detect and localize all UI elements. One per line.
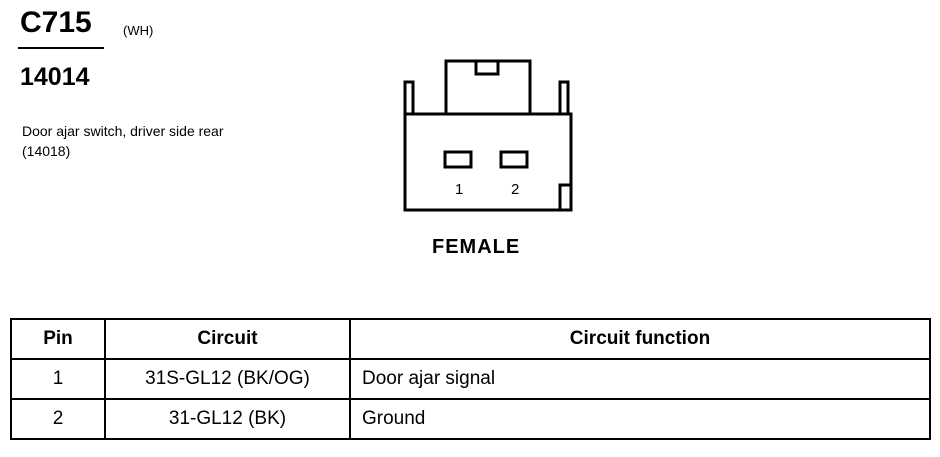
pin-2-cavity [499, 150, 529, 169]
table-row: 2 31-GL12 (BK) Ground [10, 398, 931, 440]
circuit-cell: 31S-GL12 (BK/OG) [104, 358, 351, 400]
connector-body [403, 112, 573, 212]
function-cell: Ground [349, 398, 931, 440]
connector-id: C715 [20, 6, 92, 39]
right-latch-post [558, 80, 570, 116]
header-circuit: Circuit [104, 318, 351, 360]
title-underline [18, 47, 104, 49]
table-header-row: Pin Circuit Circuit function [10, 318, 931, 360]
pin-2-label: 2 [511, 181, 519, 198]
function-cell: Door ajar signal [349, 358, 931, 400]
pin-cell: 1 [10, 358, 106, 400]
connector-description: Door ajar switch, driver side rear (1401… [22, 123, 224, 159]
pin-1-cavity [443, 150, 473, 169]
locking-tab-notch [474, 59, 500, 76]
connector-face-diagram: 1 2 [403, 59, 573, 212]
locking-tab [444, 59, 532, 116]
header-pin: Pin [10, 318, 106, 360]
connector-view-label: FEMALE [432, 236, 521, 258]
pin-cell: 2 [10, 398, 106, 440]
table-row: 1 31S-GL12 (BK/OG) Door ajar signal [10, 358, 931, 400]
circuit-cell: 31-GL12 (BK) [104, 398, 351, 440]
pinout-table: Pin Circuit Circuit function 1 31S-GL12 … [10, 318, 931, 440]
wire-color-code: (WH) [123, 23, 154, 38]
part-number: 14014 [20, 63, 90, 91]
header-circuit-function: Circuit function [349, 318, 931, 360]
pin-1-label: 1 [455, 181, 463, 198]
left-latch-post [403, 80, 415, 116]
keyway [558, 183, 573, 212]
